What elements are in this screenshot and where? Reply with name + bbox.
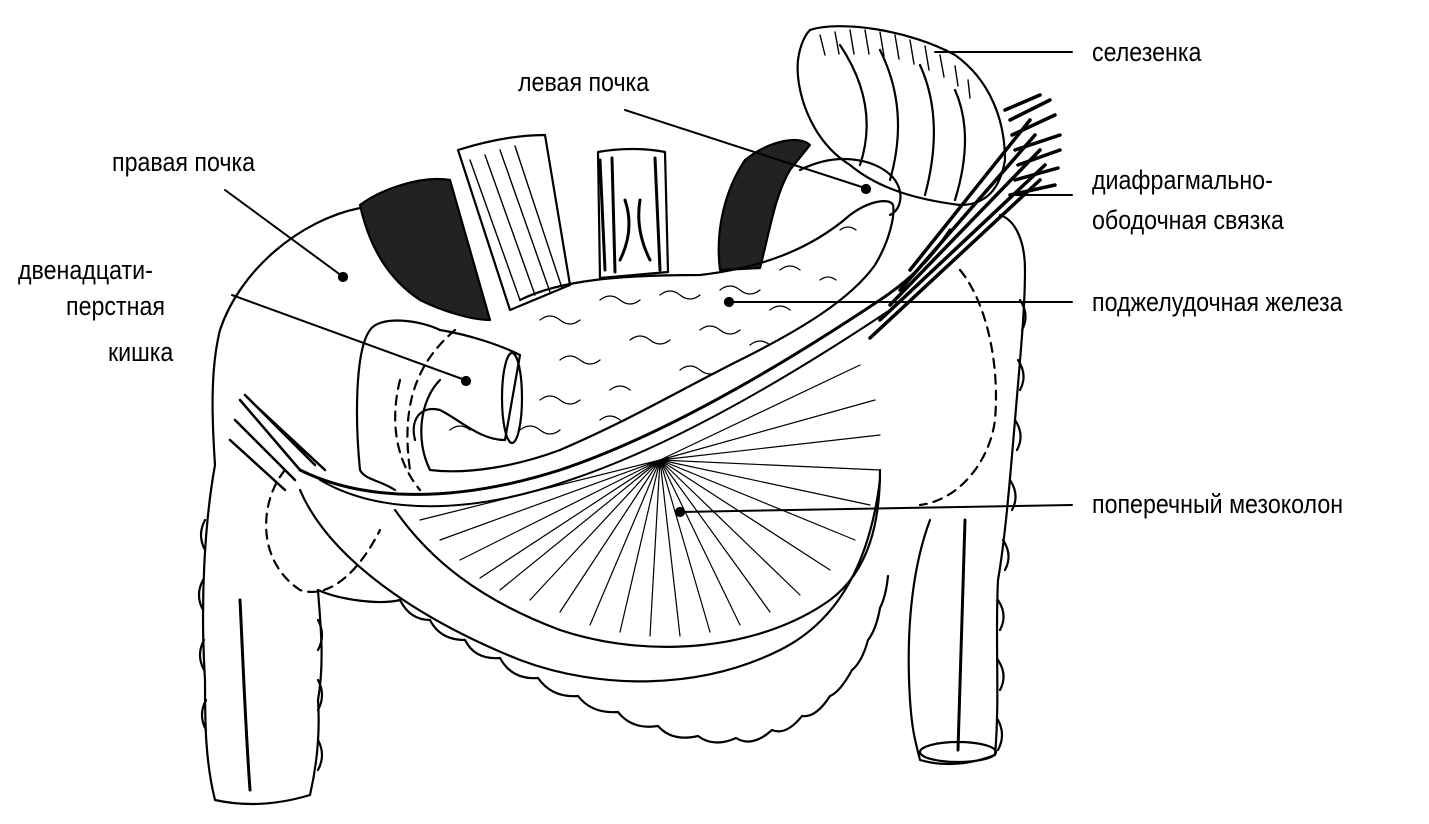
leader-duodenum — [231, 294, 466, 381]
duodenum-dashed — [394, 328, 457, 492]
ivc-shading — [469, 145, 563, 301]
left-kidney — [717, 138, 812, 272]
aorta-shading — [598, 156, 662, 274]
pancreas-texture — [449, 226, 857, 435]
leader-lines — [224, 51, 1073, 513]
label-right-kidney: правая почка — [112, 147, 256, 177]
label-phrenicocolic-1: диафрагмально- — [1092, 165, 1273, 195]
label-duodenum-2: перстная — [66, 291, 165, 321]
label-duodenum-3: кишка — [108, 337, 174, 367]
transverse-colon-border — [316, 574, 890, 744]
transverse-colon-inner — [298, 478, 882, 683]
leader-dot-mesocolon — [674, 506, 686, 518]
ascending-colon — [201, 463, 323, 806]
right-kidney-outline — [211, 206, 362, 467]
right-kidney — [358, 177, 492, 322]
spleen-hilum-hatch — [819, 29, 971, 99]
pancreas — [420, 200, 895, 473]
leader-right-kidney — [224, 189, 343, 277]
label-spleen: селезенка — [1092, 37, 1202, 67]
hepatic-flexure-hatch — [228, 393, 327, 492]
mesocolon-edge — [393, 468, 882, 648]
left-kidney-outline — [798, 158, 902, 217]
label-mesocolon: поперечный мезоколон — [1092, 489, 1344, 519]
hepatic-flexure-dashed — [265, 468, 382, 593]
leader-left-kidney — [624, 109, 866, 189]
duodenum — [355, 319, 442, 492]
label-left-kidney: левая почка — [518, 67, 650, 97]
descending-colon-cut — [918, 740, 998, 764]
descending-colon-haustra — [996, 298, 1027, 752]
label-duodenum-1: двенадцати- — [18, 255, 153, 285]
mesocolon-root-2 — [319, 309, 891, 508]
spleen-lobes — [838, 43, 967, 202]
aorta — [596, 147, 670, 280]
leader-dot-right-kidney — [337, 271, 349, 283]
descending-colon — [907, 213, 1027, 766]
mesocolon-fan — [419, 364, 881, 637]
ascending-colon-taenia — [238, 598, 252, 792]
leader-mesocolon — [679, 504, 1073, 513]
label-phrenicocolic-2: ободочная связка — [1092, 205, 1284, 235]
label-pancreas: поджелудочная железа — [1092, 287, 1343, 317]
inferior-vena-cava — [456, 133, 572, 312]
leader-dot-duodenum — [460, 375, 472, 387]
phrenicocolic-ligament — [868, 93, 1062, 340]
descending-colon-taenia — [956, 518, 967, 752]
duodenum-lumen — [412, 328, 522, 442]
duodenum-cut — [500, 351, 524, 445]
ascending-colon-haustra — [197, 518, 324, 772]
leader-dot-pancreas — [723, 296, 735, 308]
leader-dot-left-kidney — [860, 183, 872, 195]
mesocolon-root — [298, 228, 952, 496]
descending-colon-dashed — [918, 268, 998, 507]
